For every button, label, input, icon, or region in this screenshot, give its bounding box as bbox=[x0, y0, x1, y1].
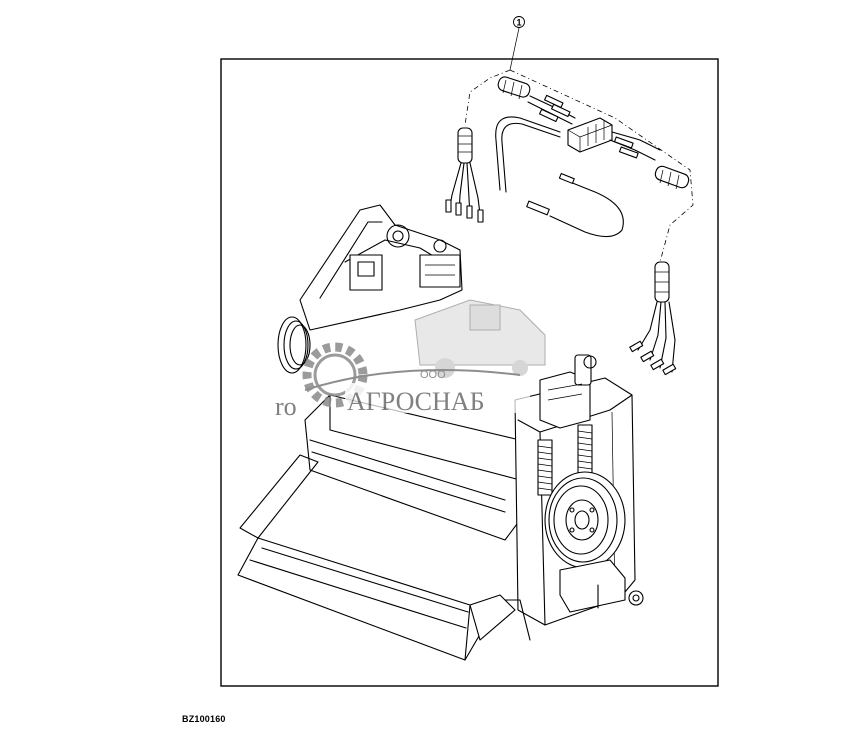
drive-pulley bbox=[544, 471, 626, 569]
harvester-icon bbox=[414, 299, 546, 378]
actuator-block bbox=[539, 354, 597, 429]
main-body bbox=[304, 394, 521, 541]
lower-tray bbox=[237, 537, 471, 661]
illustration-frame bbox=[220, 58, 719, 687]
single-wire bbox=[526, 172, 624, 238]
harness-lower-connector bbox=[629, 261, 677, 376]
callout-1: 1 bbox=[509, 16, 525, 71]
svg-text:ro: ro bbox=[275, 392, 297, 421]
svg-text:ООО: ООО bbox=[420, 369, 446, 381]
svg-text:1: 1 bbox=[516, 18, 521, 28]
central-plug bbox=[567, 117, 661, 161]
wiring-harness bbox=[445, 69, 694, 376]
harness-right-connector bbox=[654, 165, 690, 190]
machine-assembly bbox=[237, 204, 644, 661]
harness-left-connector bbox=[445, 127, 484, 223]
svg-text:АГРОСНАБ: АГРОСНАБ bbox=[347, 387, 485, 416]
springs bbox=[537, 424, 593, 496]
watermark: ООО АГРОСНАБ ro bbox=[275, 299, 546, 421]
figure-code: BZ100160 bbox=[182, 714, 226, 724]
harness-top-connector bbox=[497, 76, 576, 125]
